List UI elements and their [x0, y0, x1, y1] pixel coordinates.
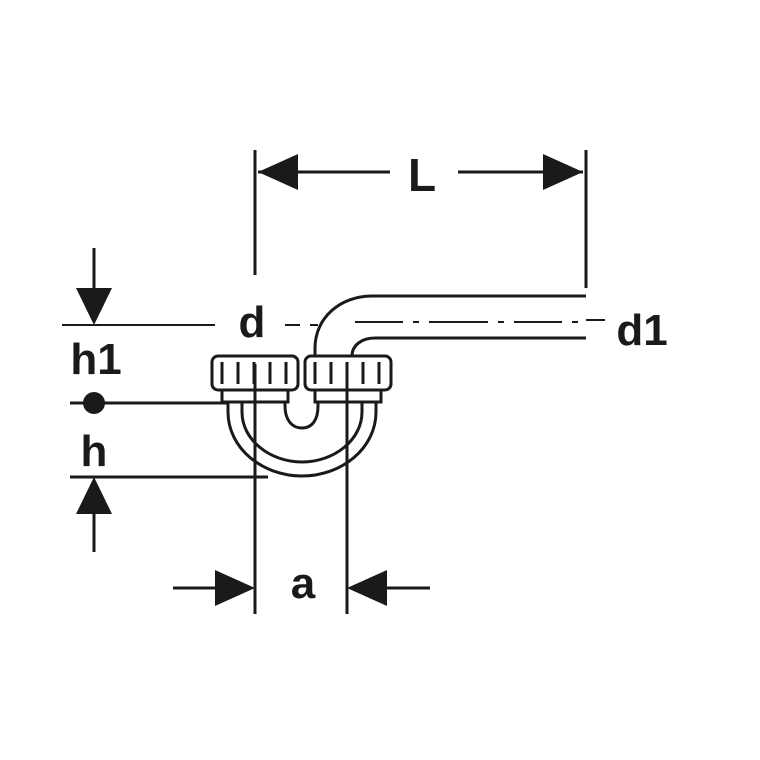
- dimension-l: [253, 150, 588, 288]
- dimension-h1-h: [70, 248, 268, 552]
- arrowhead-l-left: [258, 154, 298, 190]
- trap-inner-bend: [240, 402, 364, 464]
- pipe-outlet: [313, 294, 586, 364]
- label-a: a: [291, 559, 316, 608]
- arrowhead-a-left: [215, 570, 255, 606]
- dimension-a: [173, 364, 430, 614]
- arrowhead-a-right: [347, 570, 387, 606]
- label-l: L: [408, 149, 436, 201]
- arrowhead-h: [76, 477, 112, 514]
- reference-dot: [83, 392, 105, 414]
- pipe-outlet-body: [313, 294, 586, 364]
- trap-body: [226, 396, 378, 478]
- trap-u-bend: [226, 396, 378, 478]
- label-d: d: [239, 298, 266, 347]
- label-d1: d1: [616, 306, 667, 355]
- label-h1: h1: [70, 335, 121, 384]
- label-h: h: [81, 427, 108, 476]
- centerline-d: [62, 319, 605, 326]
- arrowhead-h1: [76, 288, 112, 325]
- arrowhead-l-right: [543, 154, 583, 190]
